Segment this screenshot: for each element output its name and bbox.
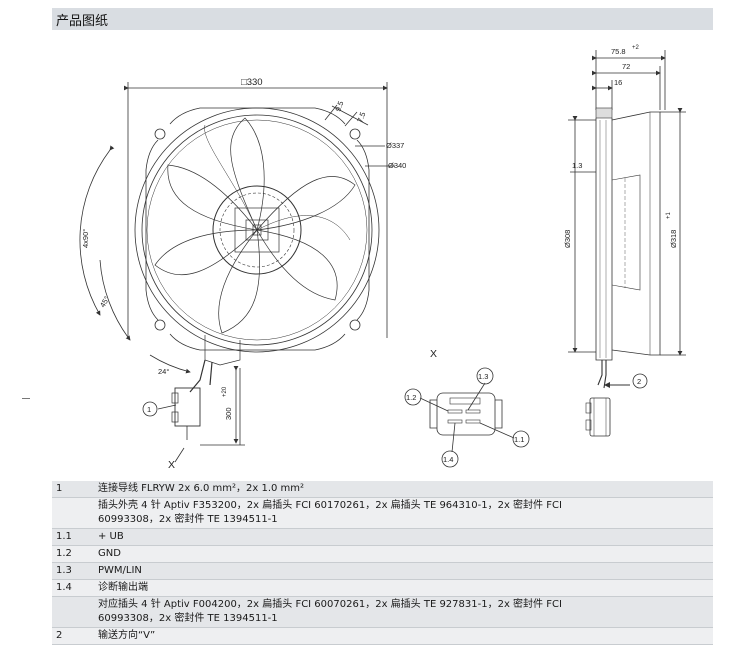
dim-300: 300 <box>224 407 233 420</box>
dim-9-5: 9.5 <box>333 100 345 113</box>
part-number: 1.2 <box>52 545 94 563</box>
technical-drawing: □330 9.5 7.5 Ø337 Ø340 4x90° 45° 24° 300… <box>79 45 686 471</box>
callout-2: 2 <box>637 377 641 386</box>
table-row: 1.3 PWM/LIN <box>52 562 713 580</box>
table-row: 对应插头 4 针 Aptiv F004200，2x 扁插头 FCI 600702… <box>52 596 713 628</box>
parts-table: 1 连接导线 FLRYW 2x 6.0 mm²，2x 1.0 mm² 插头外壳 … <box>52 481 713 645</box>
dim-dia-318-tol: +1 <box>666 211 672 219</box>
margin-tick <box>22 398 30 399</box>
dim-72: 72 <box>622 62 630 71</box>
dim-75-8-tol: +2 <box>632 45 640 51</box>
dim-dia-337: Ø337 <box>386 141 404 150</box>
part-number: 1.3 <box>52 562 94 580</box>
dim-1-3: 1.3 <box>572 161 582 170</box>
dim-4x90: 4x90° <box>81 229 90 248</box>
part-number: 2 <box>52 627 94 645</box>
view-x-label: X <box>168 459 175 471</box>
dim-16: 16 <box>614 78 622 87</box>
pin-1-1: 1.1 <box>514 435 524 444</box>
dim-75-8: 75.8 <box>611 47 626 56</box>
section-title: 产品图纸 <box>56 14 109 29</box>
part-description: 诊断输出端 <box>94 579 713 597</box>
dim-7-5: 7.5 <box>355 111 367 124</box>
dim-24: 24° <box>158 367 169 376</box>
front-view <box>79 82 395 463</box>
part-description: 连接导线 FLRYW 2x 6.0 mm²，2x 1.0 mm² <box>94 481 713 498</box>
part-description: PWM/LIN <box>94 562 713 580</box>
table-row: 1.2 GND <box>52 545 713 563</box>
side-view <box>568 50 686 437</box>
dim-dia-340: Ø340 <box>388 161 406 170</box>
callout-1: 1 <box>147 405 151 414</box>
part-description: + UB <box>94 528 713 546</box>
section-header: 产品图纸 <box>52 8 713 30</box>
part-description: 输送方向“V” <box>94 627 713 645</box>
part-description: 对应插头 4 针 Aptiv F004200，2x 扁插头 FCI 600702… <box>94 596 713 628</box>
dim-square-330: □330 <box>241 77 263 88</box>
part-number: 1.4 <box>52 579 94 597</box>
dim-dia-308: Ø308 <box>563 230 572 248</box>
table-row: 1.4 诊断输出端 <box>52 579 713 597</box>
table-row: 1.1 + UB <box>52 528 713 546</box>
connector-view-title: X <box>430 348 437 360</box>
part-description: GND <box>94 545 713 563</box>
table-row: 插头外壳 4 针 Aptiv F353200，2x 扁插头 FCI 601702… <box>52 497 713 529</box>
dim-300-tol: +20 <box>222 386 228 397</box>
dim-dia-318: Ø318 <box>669 230 678 248</box>
part-number <box>52 497 94 529</box>
part-number: 1.1 <box>52 528 94 546</box>
table-row: 2 输送方向“V” <box>52 627 713 645</box>
pin-1-3: 1.3 <box>478 372 488 381</box>
dim-45: 45° <box>98 295 111 309</box>
part-number <box>52 596 94 628</box>
table-row: 1 连接导线 FLRYW 2x 6.0 mm²，2x 1.0 mm² <box>52 481 713 498</box>
pin-1-4: 1.4 <box>443 455 453 464</box>
part-description: 插头外壳 4 针 Aptiv F353200，2x 扁插头 FCI 601702… <box>94 497 713 529</box>
connector-view <box>404 367 530 468</box>
pin-1-2: 1.2 <box>406 393 416 402</box>
part-number: 1 <box>52 481 94 498</box>
